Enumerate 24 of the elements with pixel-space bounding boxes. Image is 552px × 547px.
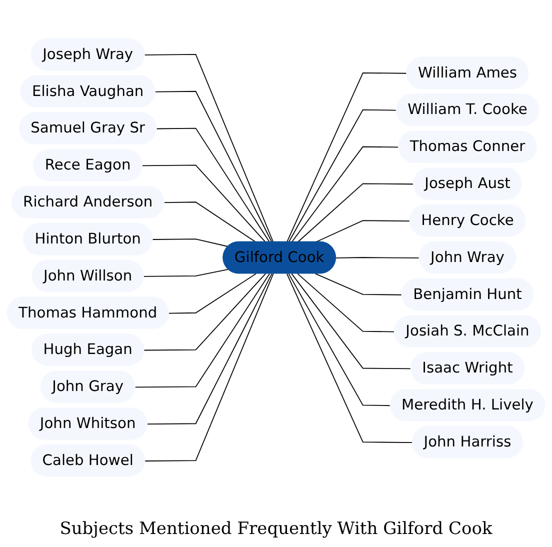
connector	[314, 273, 403, 296]
connector	[144, 273, 274, 462]
connector	[291, 146, 400, 243]
connector	[291, 273, 412, 370]
connector	[144, 54, 274, 243]
connector	[154, 90, 272, 243]
connector	[286, 273, 414, 443]
connector	[142, 164, 266, 243]
diagram-title: Subjects Mentioned Frequently With Gilford Cook	[60, 519, 492, 539]
connector	[288, 273, 392, 406]
connector	[134, 273, 270, 388]
connector	[156, 128, 270, 243]
connector	[335, 257, 420, 258]
connector	[164, 202, 257, 243]
connector	[144, 273, 266, 351]
connector	[146, 273, 272, 425]
connector	[297, 183, 414, 243]
connector	[152, 238, 229, 248]
connector	[288, 109, 398, 243]
connector	[297, 273, 396, 332]
connector	[168, 273, 257, 314]
connector	[143, 268, 229, 277]
connector	[286, 72, 408, 243]
connector	[314, 220, 411, 243]
